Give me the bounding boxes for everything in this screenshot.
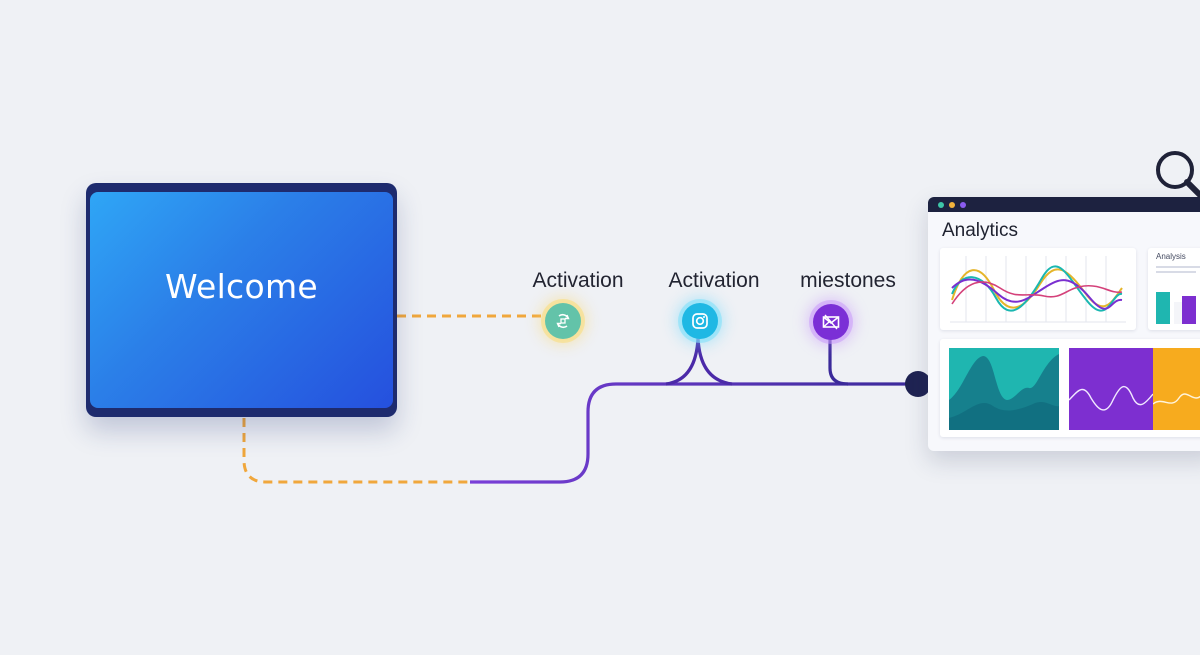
path-endpoint-knob: [905, 371, 931, 397]
orange-chart-tile: [1152, 348, 1200, 430]
analysis-mini-title: Analysis: [1156, 252, 1186, 261]
window-dot-purple: [960, 201, 966, 208]
envelope-icon: [822, 314, 840, 330]
step-node-milestones[interactable]: [813, 304, 849, 340]
step-label-milestones: miestones: [800, 269, 896, 292]
window-dot-green: [938, 201, 944, 208]
instagram-icon: [692, 313, 708, 329]
dashed-connector-welcome-down: [242, 418, 470, 484]
step-label-activation-1: Activation: [532, 269, 624, 292]
orange-wave-graphic: [1152, 393, 1200, 405]
main-journey-path: [470, 382, 915, 484]
line-chart-graphic: [950, 256, 1126, 323]
branch-to-milestones: [828, 338, 849, 386]
window-titlebar: [928, 197, 1200, 212]
step-node-activation-2[interactable]: [682, 303, 718, 339]
analysis-mini-card[interactable]: Analysis: [1148, 248, 1200, 330]
welcome-title: Welcome: [164, 266, 319, 306]
analytics-dashboard-window[interactable]: Analytics: [928, 197, 1200, 451]
step-node-activation-1[interactable]: [545, 303, 581, 339]
mini-bar-chart-graphic: [1156, 292, 1196, 324]
wave-line-graphic: [1068, 385, 1154, 411]
welcome-card[interactable]: Welcome: [86, 183, 397, 417]
line-chart-card[interactable]: [940, 248, 1136, 330]
purple-line-chart-tile: [1068, 348, 1154, 430]
refresh-cycle-icon: [556, 313, 570, 329]
window-dot-yellow: [949, 201, 955, 208]
branch-to-activation-2: [665, 337, 733, 386]
mini-card-text-line: [1156, 271, 1196, 273]
mini-card-text-line: [1156, 266, 1200, 268]
area-charts-panel[interactable]: [940, 339, 1200, 437]
area-chart-graphic: [949, 354, 1059, 430]
teal-area-chart-tile: [949, 348, 1059, 430]
welcome-card-face: Welcome: [90, 192, 393, 408]
analytics-title: Analytics: [942, 220, 1019, 241]
step-label-activation-2: Activation: [668, 269, 760, 292]
magnifier-icon: [1156, 151, 1200, 198]
